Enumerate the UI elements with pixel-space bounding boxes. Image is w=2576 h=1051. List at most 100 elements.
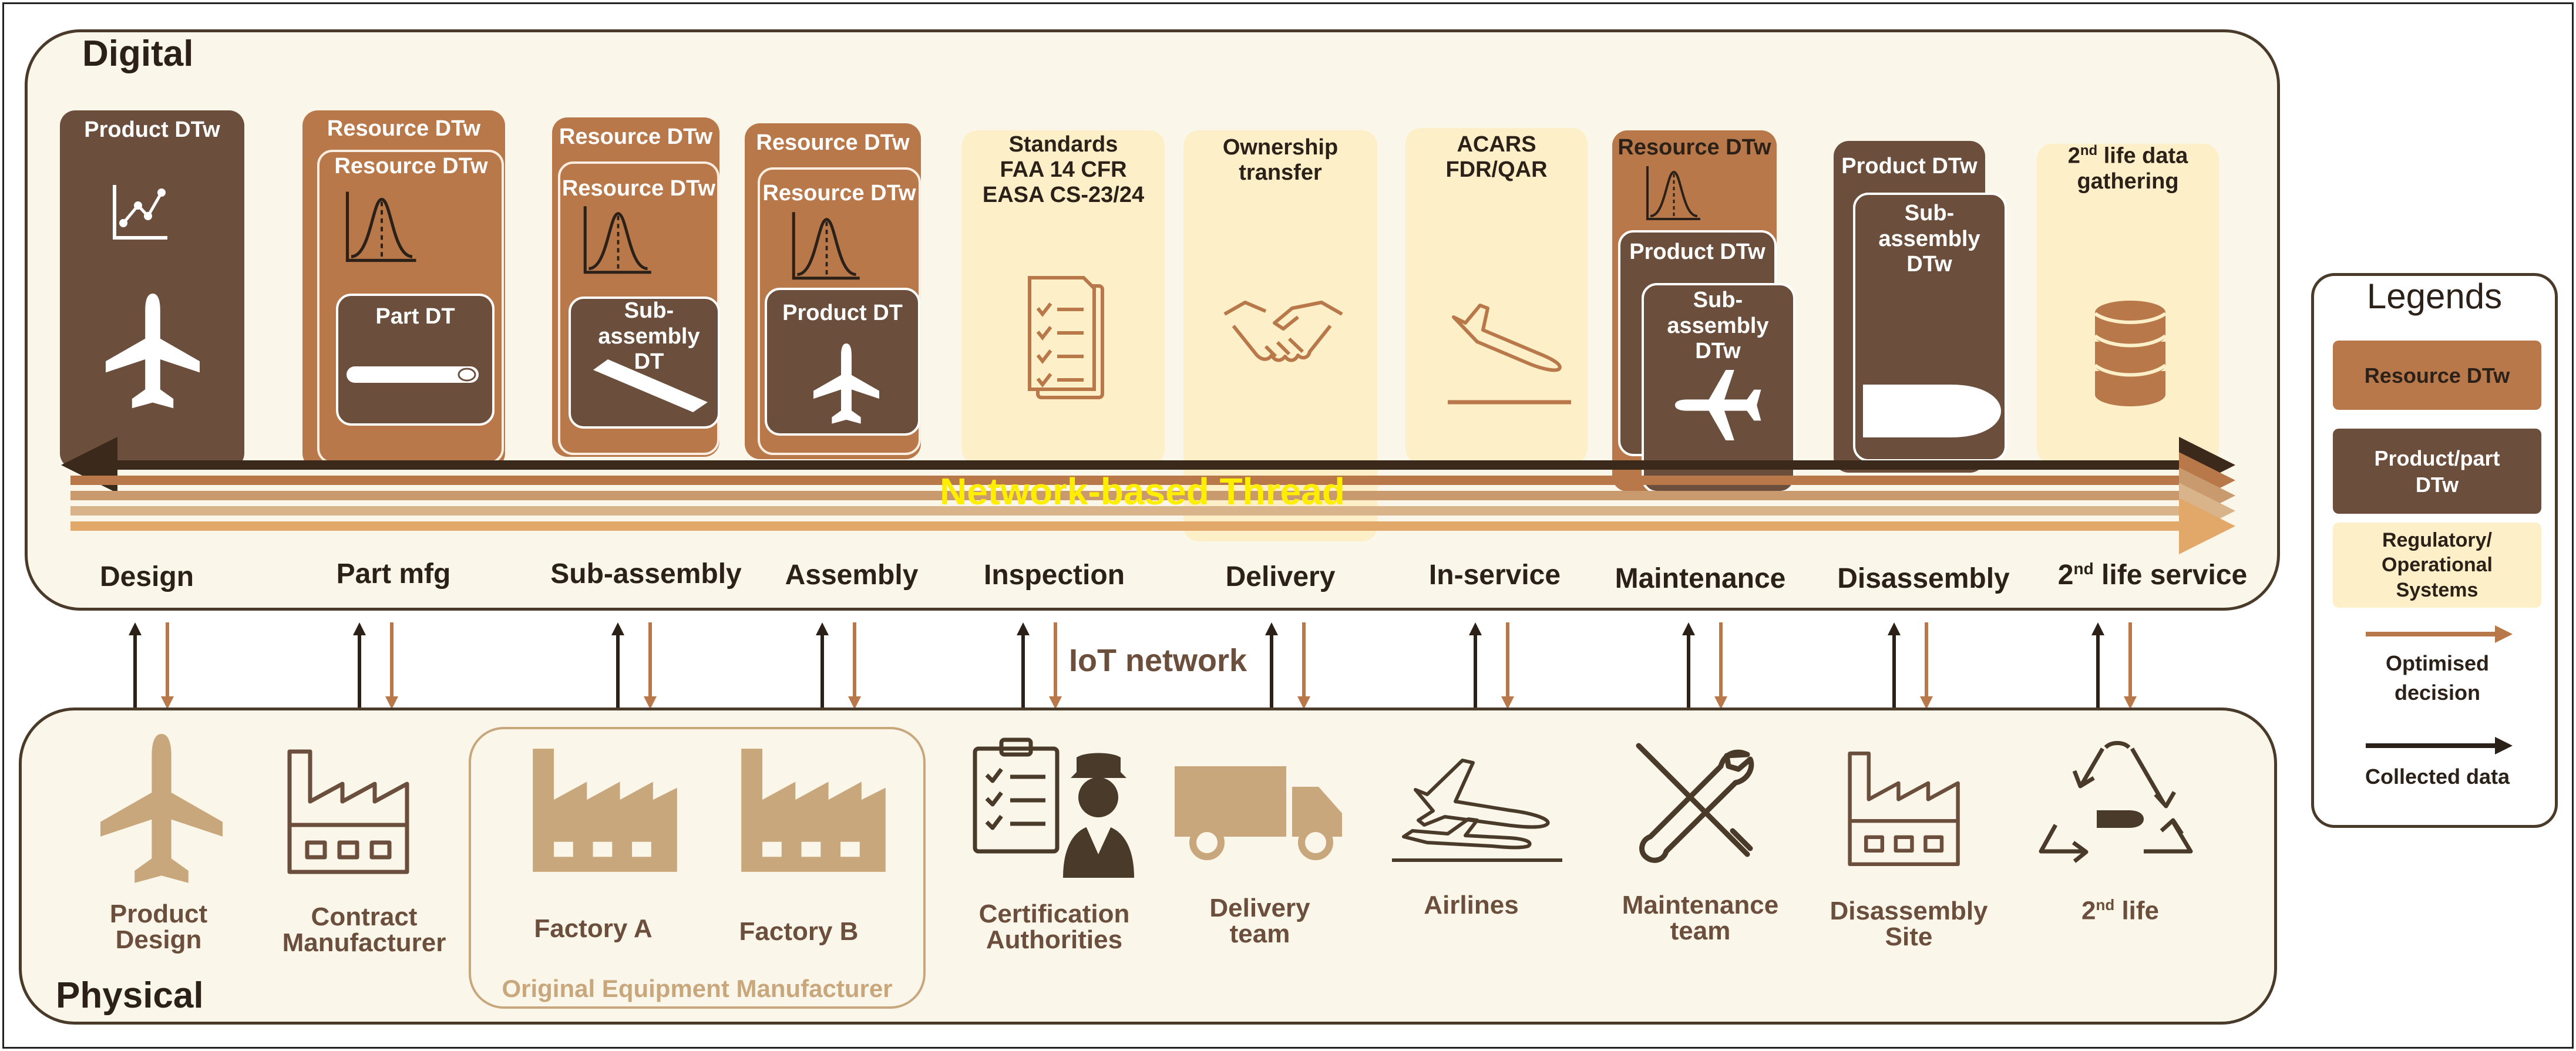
disassembly-site-label: Disassembly Site <box>1830 897 1988 951</box>
part-shape-icon <box>347 366 479 383</box>
part-dt-card <box>336 294 495 426</box>
bell-curve-icon <box>583 206 651 274</box>
legend-optimised-arrow <box>2366 625 2513 643</box>
checklist-icon <box>1028 276 1104 399</box>
network-thread-arrows <box>61 437 2235 554</box>
collected-data-arrow <box>1888 622 1901 709</box>
legend-regulatory-systems: Regulatory/ Operational Systems <box>2333 523 2541 608</box>
maintenance-subassembly-dtw-label: Sub-assembly DTw <box>1667 288 1769 364</box>
landing-plane-icon <box>1448 304 1571 405</box>
phase-assembly: Assembly <box>785 560 919 591</box>
subassembly-resource-inner-label: Resource DTw <box>561 176 716 201</box>
airplane-icon <box>106 294 200 409</box>
optimised-decision-arrow <box>1297 622 1310 709</box>
collected-data-arrow <box>816 622 829 709</box>
optimised-decision-arrow <box>1501 622 1514 709</box>
factory-icon <box>1848 751 1960 867</box>
product-design-label: Product Design <box>109 900 208 954</box>
phase-2nd-life-service: 2nd life service <box>2057 560 2248 591</box>
recycle-icon <box>2039 741 2193 863</box>
collected-data-arrow <box>1017 622 1030 709</box>
database-icon <box>2094 301 2167 406</box>
optimised-decision-arrow <box>1920 622 1933 709</box>
bell-curve-icon <box>1646 166 1700 220</box>
second-life-label: 2nd life <box>2081 896 2160 925</box>
optimised-decision-arrow <box>1714 622 1727 709</box>
phase-maintenance: Maintenance <box>1615 563 1786 594</box>
maintenance-product-dtw-label: Product DTw <box>1629 240 1765 264</box>
airplane-icon <box>1675 370 1761 440</box>
checklist-icon <box>973 737 1060 854</box>
phase-disassembly: Disassembly <box>1837 563 2010 594</box>
wing-icon <box>593 359 708 412</box>
disassembly-subassembly-dtw-label: Sub-assembly DTw <box>1878 201 1980 277</box>
design-product-dtw <box>60 110 244 469</box>
inservice-acars-line1: ACARS <box>1457 132 1536 157</box>
oem-group-box <box>469 727 926 1009</box>
inspection-standards-line2: FAA 14 CFR <box>1000 157 1127 182</box>
factory-icon <box>533 749 677 872</box>
part-dt-label: Part DT <box>375 304 455 329</box>
iot-arrows <box>129 622 2137 709</box>
collected-data-arrow <box>1469 622 1482 709</box>
airlines-label: Airlines <box>1424 891 1519 919</box>
collected-data-arrow <box>1682 622 1695 709</box>
optimised-decision-arrow <box>1049 622 1062 709</box>
collected-data-arrow <box>1265 622 1278 709</box>
legend-product-part-dtw: Product/part DTw <box>2333 429 2541 514</box>
product-dt-label: Product DT <box>782 301 903 325</box>
phase-inspection: Inspection <box>983 560 1125 591</box>
partmfg-resource-outer-label: Resource DTw <box>327 116 481 141</box>
factory-icon <box>741 749 886 872</box>
bell-curve-icon <box>792 212 860 280</box>
phase-in-service: In-service <box>1428 560 1561 591</box>
bell-curve-icon <box>345 191 416 262</box>
factory-a-label: Factory A <box>534 914 653 943</box>
inspector-icon <box>1063 753 1134 878</box>
inspection-standards-line3: EASA CS-23/24 <box>982 183 1145 207</box>
physical-title: Physical <box>56 975 204 1016</box>
subassembly-dt-label: Sub-assembly DT <box>598 298 700 375</box>
delivery-ownership-line2: transfer <box>1239 160 1322 185</box>
phase-design: Design <box>99 561 194 592</box>
digital-title: Digital <box>82 33 194 74</box>
contract-manufacturer-label: Contract Manufacturer <box>282 902 446 957</box>
airlines-icon <box>1392 759 1562 862</box>
network-thread-label: Network-based Thread <box>940 470 1345 513</box>
certification-authorities-label: Certification Authorities <box>978 900 1130 954</box>
collected-data-arrow <box>129 622 142 709</box>
maintenance-team-label: Maintenance team <box>1622 891 1779 945</box>
collected-data-arrow <box>353 622 366 709</box>
phase-part-mfg: Part mfg <box>336 558 451 589</box>
optimised-decision-arrow <box>161 622 174 709</box>
inservice-regulatory-box <box>1405 128 1588 464</box>
subassembly-resource-outer-label: Resource DTw <box>559 124 713 149</box>
inservice-acars-line2: FDR/QAR <box>1445 157 1548 182</box>
assembly-resource-inner-label: Resource DTw <box>762 181 916 206</box>
inspection-standards-line1: Standards <box>1008 132 1118 157</box>
iot-network-label: IoT network <box>1069 643 1247 678</box>
airplane-icon <box>813 343 879 424</box>
tools-icon <box>1636 743 1754 863</box>
legend-optimised-label: Optimised decision <box>2385 651 2490 705</box>
optimised-decision-arrow <box>644 622 657 709</box>
phase-delivery: Delivery <box>1225 561 1336 592</box>
collected-data-arrow <box>2091 622 2104 709</box>
factory-icon <box>287 749 409 874</box>
assembly-resource-outer-label: Resource DTw <box>756 130 910 155</box>
factory-b-label: Factory B <box>739 917 859 946</box>
design-product-dtw-label: Product DTw <box>84 117 220 142</box>
legend-collected-arrow <box>2366 737 2513 754</box>
airplane-icon <box>100 734 223 883</box>
delivery-team-label: Delivery team <box>1209 894 1310 948</box>
legend-title: Legends <box>2366 277 2503 316</box>
legend-resource-dtw: Resource DTw <box>2333 341 2541 410</box>
fuselage-icon <box>1863 385 2001 437</box>
legend-collected-label: Collected data <box>2365 764 2510 789</box>
truck-icon <box>1175 766 1342 860</box>
oem-label: Original Equipment Manufacturer <box>502 975 893 1002</box>
delivery-ownership-line1: Ownership <box>1222 135 1339 160</box>
maintenance-resource-label: Resource DTw <box>1617 135 1771 160</box>
disassembly-product-dtw-label: Product DTw <box>1841 154 1978 178</box>
